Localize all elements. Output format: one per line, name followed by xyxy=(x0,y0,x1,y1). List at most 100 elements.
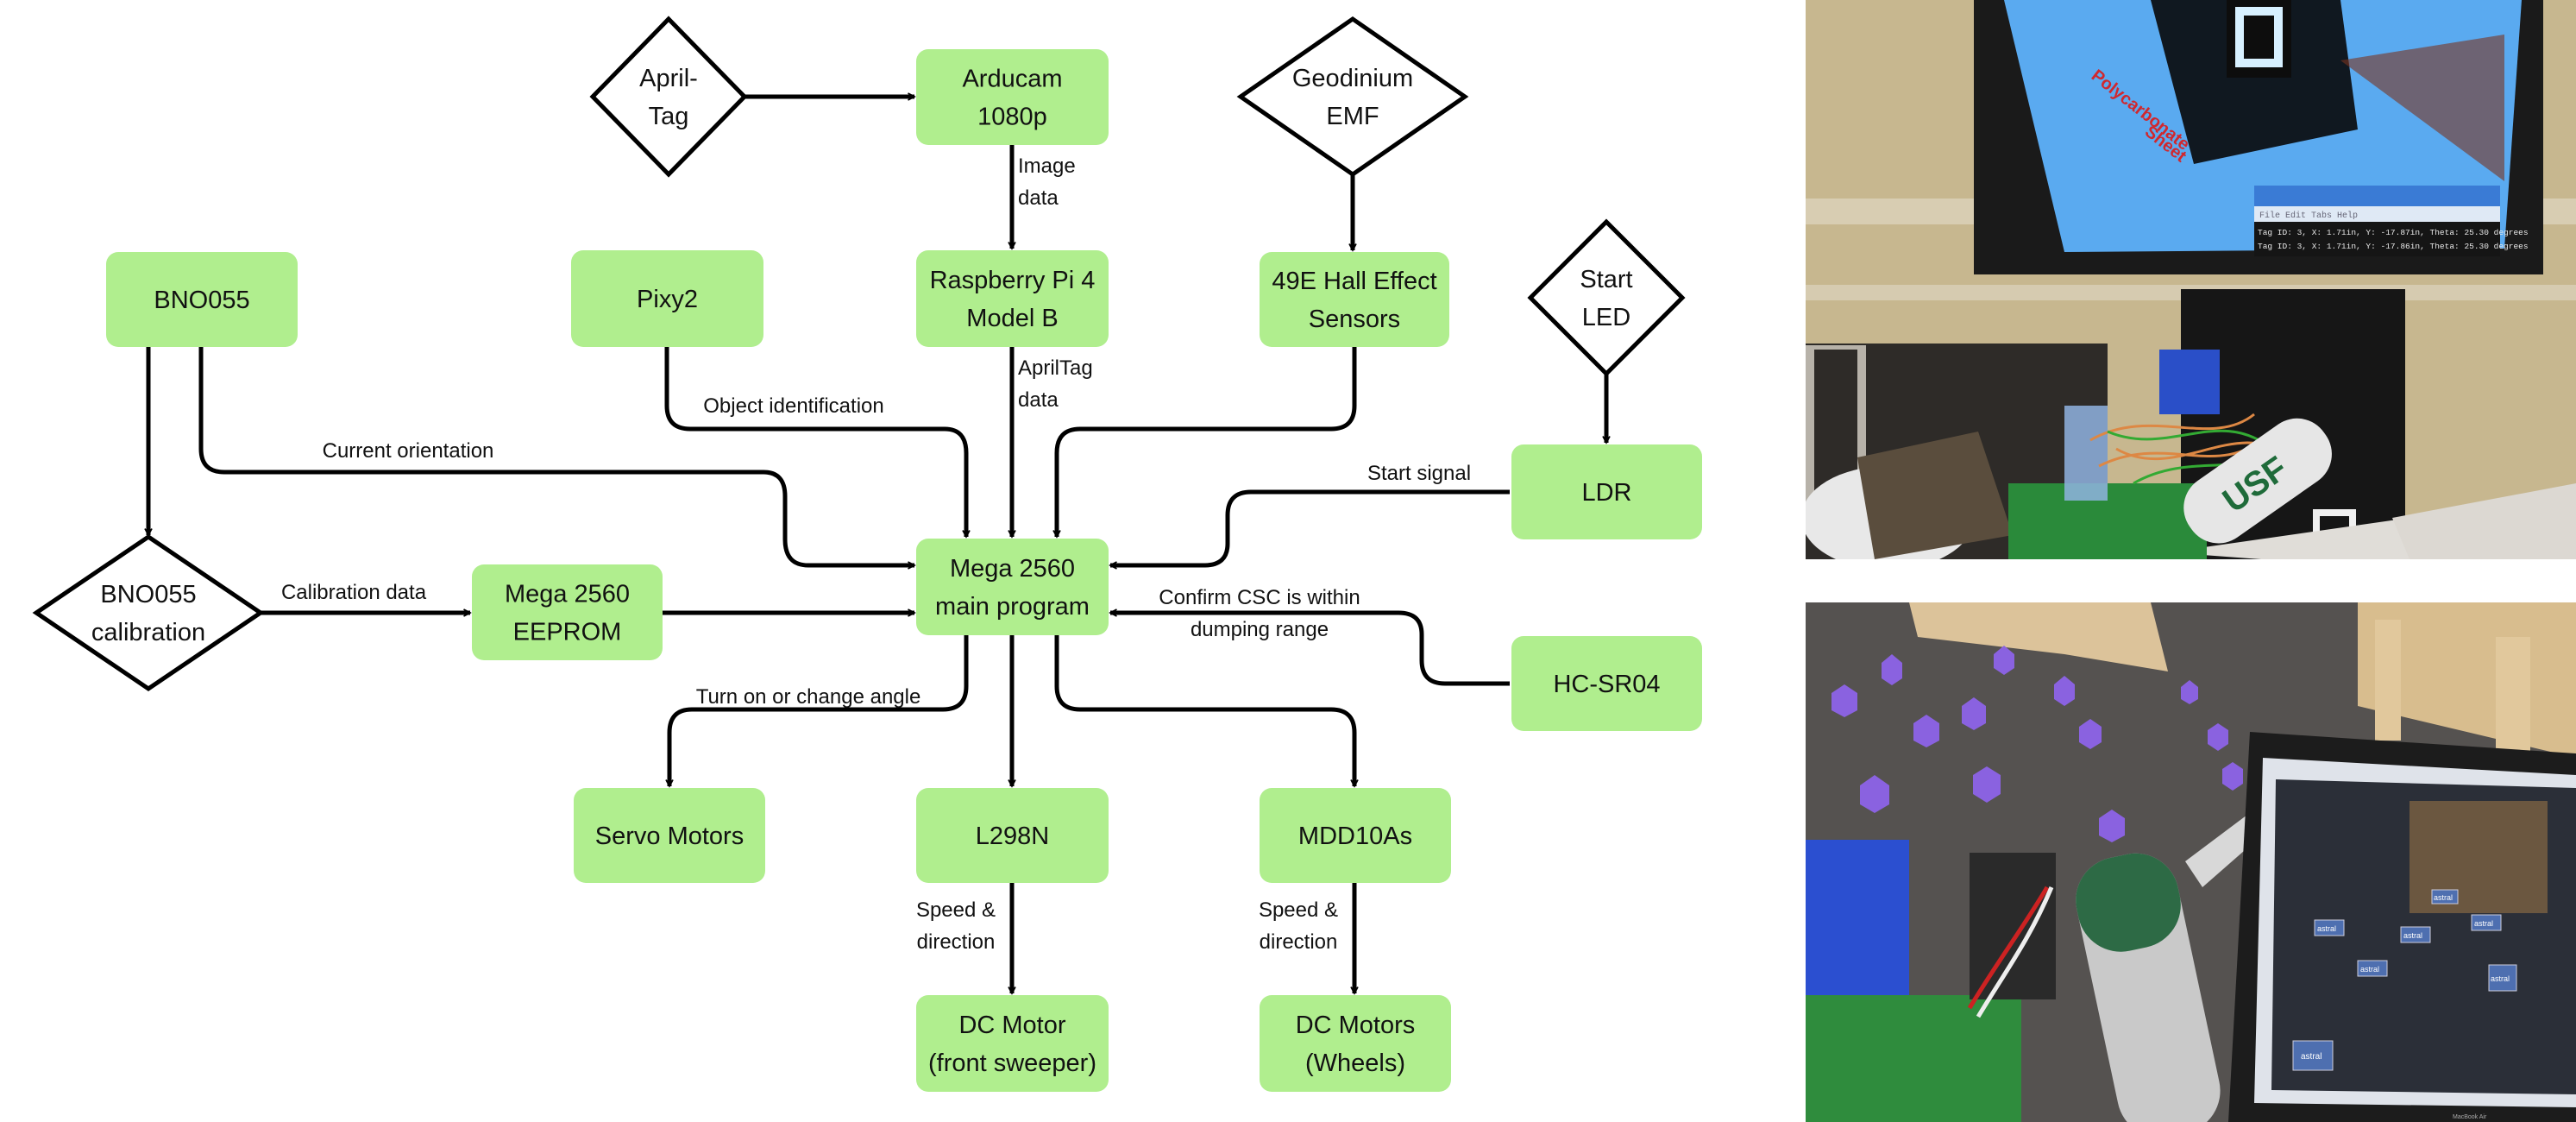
robot-tube xyxy=(2183,418,2332,544)
edge-hcsr04-to-mega-main xyxy=(1110,613,1510,686)
node-ldr: LDR xyxy=(1511,444,1702,539)
edge-mega-main-to-servo xyxy=(669,635,969,786)
laptop-brand-text: MacBook Air xyxy=(2453,1114,2487,1120)
node-label: Mega 2560 xyxy=(505,581,630,608)
node-box xyxy=(571,250,763,347)
edge-label: data xyxy=(1018,186,1059,210)
node-box xyxy=(916,539,1109,635)
node-label: Model B xyxy=(966,305,1058,332)
node-label: Raspberry Pi 4 xyxy=(930,267,1096,294)
node-pixy2: Pixy2 xyxy=(571,250,763,347)
node-box xyxy=(1260,788,1451,883)
node-label: DC Motor xyxy=(958,1012,1065,1039)
node-box xyxy=(916,995,1109,1092)
node-box xyxy=(1260,995,1451,1092)
node-label: main program xyxy=(935,593,1090,621)
node-label: DC Motors xyxy=(1296,1012,1416,1039)
edge-label: Turn on or change angle xyxy=(696,685,921,709)
node-l298n: L298N xyxy=(916,788,1109,883)
edge-mega-main-to-mdd10as xyxy=(1054,635,1354,786)
edge-ldr-to-mega-main xyxy=(1110,489,1510,565)
node-mega-main: Mega 2560 main program xyxy=(916,539,1109,635)
node-label: Mega 2560 xyxy=(950,555,1075,583)
node-label: 49E Hall Effect xyxy=(1272,268,1436,295)
node-raspberry-pi: Raspberry Pi 4 Model B xyxy=(916,250,1109,347)
raspberry-pi-board xyxy=(1806,995,2021,1122)
node-box xyxy=(1260,252,1449,347)
node-box xyxy=(106,252,298,347)
node-box xyxy=(916,49,1109,145)
node-bno055: BNO055 xyxy=(106,252,298,347)
node-box xyxy=(916,788,1109,883)
node-label: MDD10As xyxy=(1298,823,1412,850)
node-diamond xyxy=(589,16,748,178)
node-box xyxy=(1511,636,1702,731)
edge-label: Current orientation xyxy=(323,439,494,463)
edge-label: Object identification xyxy=(703,394,883,418)
detection-boxes: astral astral astral astral astral astra… xyxy=(2292,889,2517,1071)
svg-text:astral: astral xyxy=(2474,919,2493,928)
photo-robot-with-game-pieces: astral astral astral astral astral astra… xyxy=(1806,602,2576,1122)
node-label: calibration xyxy=(91,619,205,646)
edge-label: Speed & xyxy=(916,898,996,922)
edge-label: direction xyxy=(917,930,996,954)
node-label: 1080p xyxy=(977,104,1047,131)
node-label: LDR xyxy=(1581,479,1631,507)
edge-label: dumping range xyxy=(1191,618,1329,641)
edge-label: Image xyxy=(1018,154,1076,178)
terminal-menu: File Edit Tabs Help xyxy=(2259,211,2358,221)
node-box xyxy=(916,250,1109,347)
node-label: EMF xyxy=(1326,103,1379,130)
node-label: LED xyxy=(1582,304,1630,331)
node-label: BNO055 xyxy=(154,287,249,314)
node-label: Arducam xyxy=(962,66,1062,93)
terminal-line-2: Tag ID: 3, X: 1.71in, Y: -17.86in, Theta… xyxy=(2258,242,2529,251)
node-box xyxy=(1511,444,1702,539)
edge-label: AprilTag xyxy=(1018,356,1093,380)
edge-label: Calibration data xyxy=(281,581,427,604)
node-dc-sweeper: DC Motor(front sweeper) xyxy=(916,995,1109,1092)
svg-text:astral: astral xyxy=(2434,893,2453,902)
edge-label: direction xyxy=(1260,930,1338,954)
node-label: Start xyxy=(1580,266,1632,293)
node-box xyxy=(472,564,663,660)
node-diamond xyxy=(1236,16,1469,178)
node-bno-cal: BNO055 calibration xyxy=(32,533,265,692)
blue-enclosure xyxy=(2159,350,2220,414)
edge-hall-to-mega-main xyxy=(1057,347,1357,537)
game-pieces xyxy=(1831,646,2243,842)
terminal-window xyxy=(2254,222,2500,256)
node-hcsr04: HC-SR04 xyxy=(1511,636,1702,731)
edge-label: Start signal xyxy=(1367,462,1471,485)
edge-label: data xyxy=(1018,388,1059,412)
node-servo: Servo Motors xyxy=(574,788,765,883)
svg-text:astral: astral xyxy=(2403,931,2422,940)
node-label: L298N xyxy=(976,823,1049,850)
node-arducam: Arducam 1080p xyxy=(916,49,1109,145)
node-label: Servo Motors xyxy=(595,823,744,850)
node-mdd10as: MDD10As xyxy=(1260,788,1451,883)
edges-layer xyxy=(148,97,1606,993)
node-label: Geodinium xyxy=(1292,65,1413,92)
node-dc-wheels: DC Motors (Wheels) xyxy=(1260,995,1451,1092)
svg-text:astral: astral xyxy=(2301,1052,2322,1062)
node-diamond xyxy=(32,533,265,692)
terminal-line-1: Tag ID: 3, X: 1.71in, Y: -17.87in, Theta… xyxy=(2258,228,2529,237)
node-label: Sensors xyxy=(1309,306,1400,333)
edge-pixy2-to-mega-main xyxy=(664,347,966,537)
edge-label: Speed & xyxy=(1259,898,1338,922)
svg-text:astral: astral xyxy=(2360,965,2379,974)
node-label: Pixy2 xyxy=(637,286,698,313)
node-label: (Wheels) xyxy=(1305,1050,1405,1077)
node-label: BNO055 xyxy=(100,581,196,608)
node-label: April- xyxy=(639,65,698,92)
node-box xyxy=(574,788,765,883)
svg-text:astral: astral xyxy=(2317,924,2336,933)
